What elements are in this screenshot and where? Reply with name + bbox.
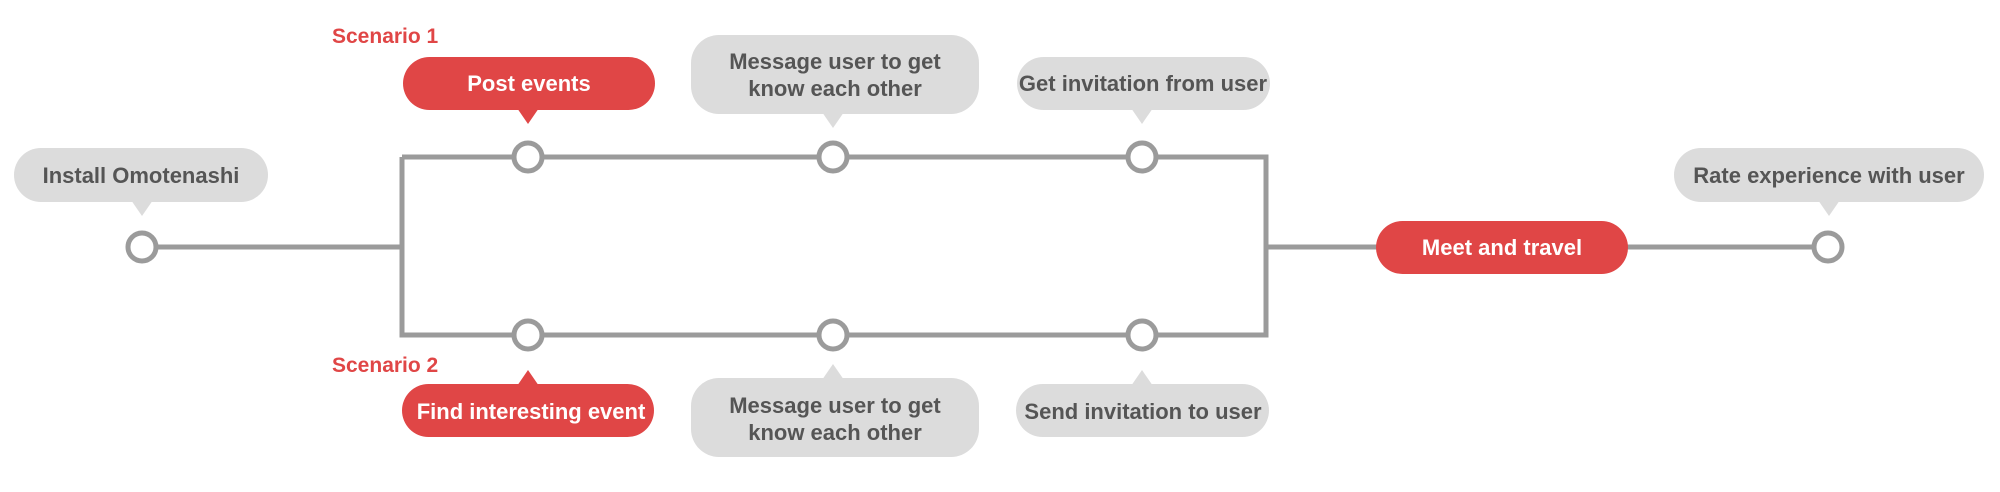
meet-travel-bubble [1376, 221, 1628, 274]
send-invitation-bubble [1016, 384, 1269, 437]
scenario-2-label: Scenario 2 [332, 354, 438, 377]
find-event-bubble [402, 384, 654, 437]
message-bottom-bubble [691, 378, 979, 457]
node-post-events [511, 140, 545, 174]
install-step: Install Omotenashi [14, 148, 268, 216]
message-top-line1: Message user to get [729, 49, 941, 74]
find-event-label: Find interesting event [417, 399, 646, 424]
node-find-event [511, 318, 545, 352]
node-message-bottom [816, 318, 850, 352]
branch-box [399, 154, 1269, 338]
install-bubble-pointer [131, 200, 153, 216]
message-top-line2: know each other [748, 76, 922, 101]
node-send-invitation [1125, 318, 1159, 352]
node-install [125, 230, 159, 264]
send-invitation-label: Send invitation to user [1024, 399, 1262, 424]
message-top-pointer [822, 112, 844, 128]
message-bottom-line2: know each other [748, 420, 922, 445]
post-events-label: Post events [467, 71, 591, 96]
meet-travel-step: Meet and travel [1376, 221, 1628, 274]
send-invitation-step: Send invitation to user [1016, 370, 1269, 437]
rate-step: Rate experience with user [1674, 148, 1984, 216]
find-event-pointer [517, 370, 539, 386]
rate-label: Rate experience with user [1693, 163, 1965, 188]
post-events-step: Post events [403, 57, 655, 124]
post-events-bubble [403, 57, 655, 110]
get-invitation-label: Get invitation from user [1019, 71, 1268, 96]
install-label: Install Omotenashi [43, 163, 240, 188]
get-invitation-pointer [1131, 108, 1153, 124]
message-bottom-line1: Message user to get [729, 393, 941, 418]
install-bubble [14, 148, 268, 202]
get-invitation-bubble [1017, 57, 1270, 110]
scenario-1-label: Scenario 1 [332, 25, 439, 48]
message-bottom-step: Message user to get know each other [691, 364, 979, 457]
meet-travel-label: Meet and travel [1422, 235, 1582, 260]
get-invitation-step: Get invitation from user [1017, 57, 1270, 124]
node-message-top [816, 140, 850, 174]
rate-bubble [1674, 148, 1984, 202]
rate-bubble-pointer [1818, 200, 1840, 216]
find-event-step: Find interesting event [402, 370, 654, 437]
send-invitation-pointer [1131, 370, 1153, 386]
message-top-step: Message user to get know each other [691, 35, 979, 128]
message-bottom-pointer [822, 364, 844, 380]
message-top-bubble [691, 35, 979, 114]
node-get-invitation [1125, 140, 1159, 174]
node-rate [1811, 230, 1845, 264]
post-events-pointer [517, 108, 539, 124]
